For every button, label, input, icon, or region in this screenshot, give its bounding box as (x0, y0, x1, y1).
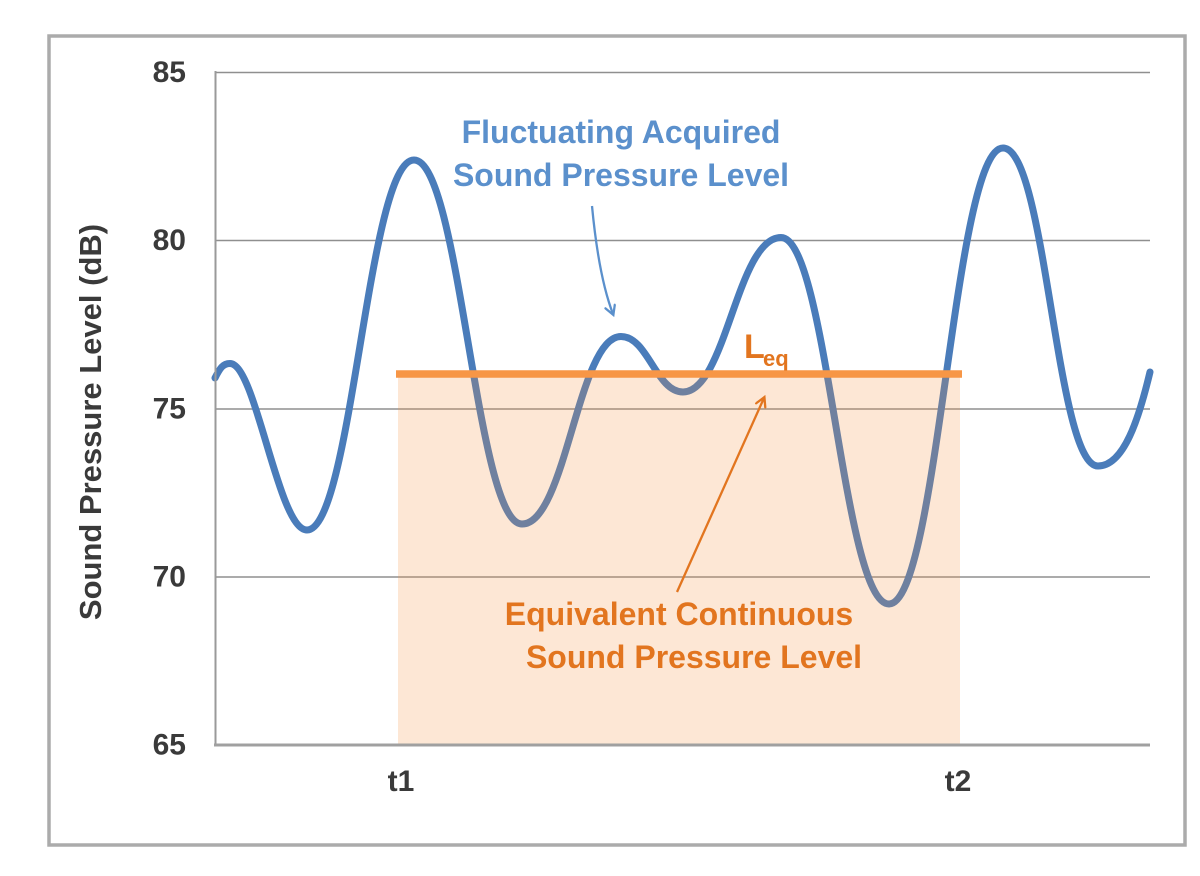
fluctuating-spl-curve (211, 144, 1154, 608)
xtick-t1: t1 (388, 765, 415, 798)
leq-label-subscript: eq (763, 346, 789, 371)
equivalent-annotation-arrow (675, 398, 764, 593)
ytick-85: 85 (153, 56, 186, 89)
fluctuating-annotation-line1: Fluctuating Acquired (462, 114, 781, 150)
fluctuating-annotation-line2: Sound Pressure Level (453, 157, 789, 193)
leq-shaded-area (398, 374, 960, 745)
leq-label-main: L (744, 328, 765, 366)
leq-label: L eq (744, 328, 789, 371)
ytick-65: 65 (153, 729, 186, 762)
equivalent-annotation: Equivalent Continuous Sound Pressure Lev… (505, 398, 862, 675)
figure-border (47, 34, 1187, 847)
ytick-75: 75 (153, 393, 186, 426)
equivalent-annotation-line1: Equivalent Continuous (505, 596, 853, 632)
y-tick-labels: 85 80 75 70 65 (153, 56, 186, 762)
ytick-80: 80 (153, 224, 186, 257)
fluctuating-annotation: Fluctuating Acquired Sound Pressure Leve… (453, 114, 789, 314)
xtick-t2: t2 (945, 765, 972, 798)
y-axis-title: Sound Pressure Level (dB) (73, 224, 108, 620)
fluctuating-annotation-arrow (590, 205, 613, 314)
equivalent-annotation-line2: Sound Pressure Level (526, 639, 862, 675)
ytick-70: 70 (153, 561, 186, 594)
